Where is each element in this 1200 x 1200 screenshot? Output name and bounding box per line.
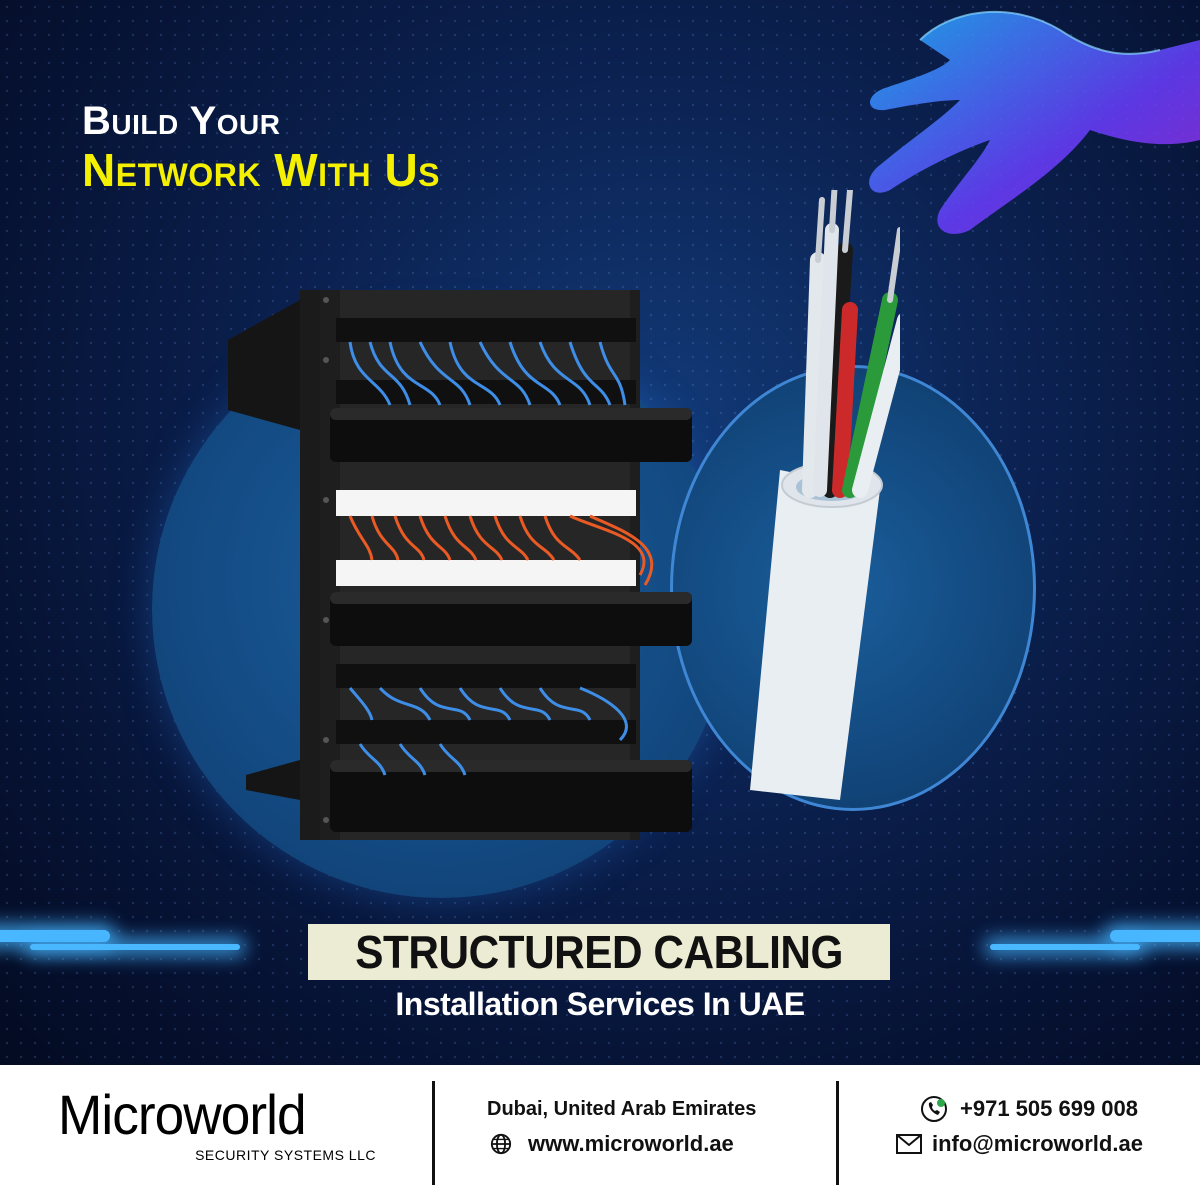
phone-number[interactable]: +971 505 699 008 — [960, 1096, 1139, 1121]
website-row[interactable]: www.microworld.ae — [490, 1131, 734, 1157]
footer: Microworld SECURITY SYSTEMS LLC Dubai, U… — [0, 1065, 1200, 1200]
multicore-cable-image — [750, 190, 900, 800]
divider-2 — [836, 1081, 839, 1185]
service-title: STRUCTURED CABLING — [355, 926, 843, 978]
service-subtitle: Installation Services In UAE — [395, 986, 805, 1022]
right-glow-line-1 — [1110, 930, 1200, 942]
network-rack-image — [228, 290, 692, 840]
headline-line-1: Build Your — [82, 99, 281, 143]
globe-icon — [490, 1133, 512, 1155]
brand-name: Microworld — [58, 1083, 307, 1146]
brand-logo: Microworld SECURITY SYSTEMS LLC — [58, 1083, 376, 1164]
service-title-box: STRUCTURED CABLING — [308, 924, 890, 980]
phone-row[interactable]: +971 505 699 008 — [920, 1095, 1138, 1123]
divider-1 — [432, 1081, 435, 1185]
mail-icon — [896, 1134, 922, 1154]
digital-hand-image — [869, 10, 1200, 234]
headline-line-2: Network With Us — [82, 144, 441, 196]
website-link[interactable]: www.microworld.ae — [528, 1131, 734, 1156]
headline: Build Your Network With Us — [82, 100, 440, 194]
location-text: Dubai, United Arab Emirates — [487, 1098, 757, 1120]
email-row[interactable]: info@microworld.ae — [896, 1131, 1143, 1157]
email-address[interactable]: info@microworld.ae — [932, 1131, 1143, 1156]
hero-banner: Build Your Network With Us — [0, 0, 1200, 1065]
phone-icon — [921, 1096, 947, 1122]
right-glow-line-2 — [990, 944, 1140, 950]
left-glow-line-2 — [30, 944, 240, 950]
brand-subtitle: SECURITY SYSTEMS LLC — [195, 1147, 376, 1163]
left-glow-line-1 — [0, 930, 110, 942]
